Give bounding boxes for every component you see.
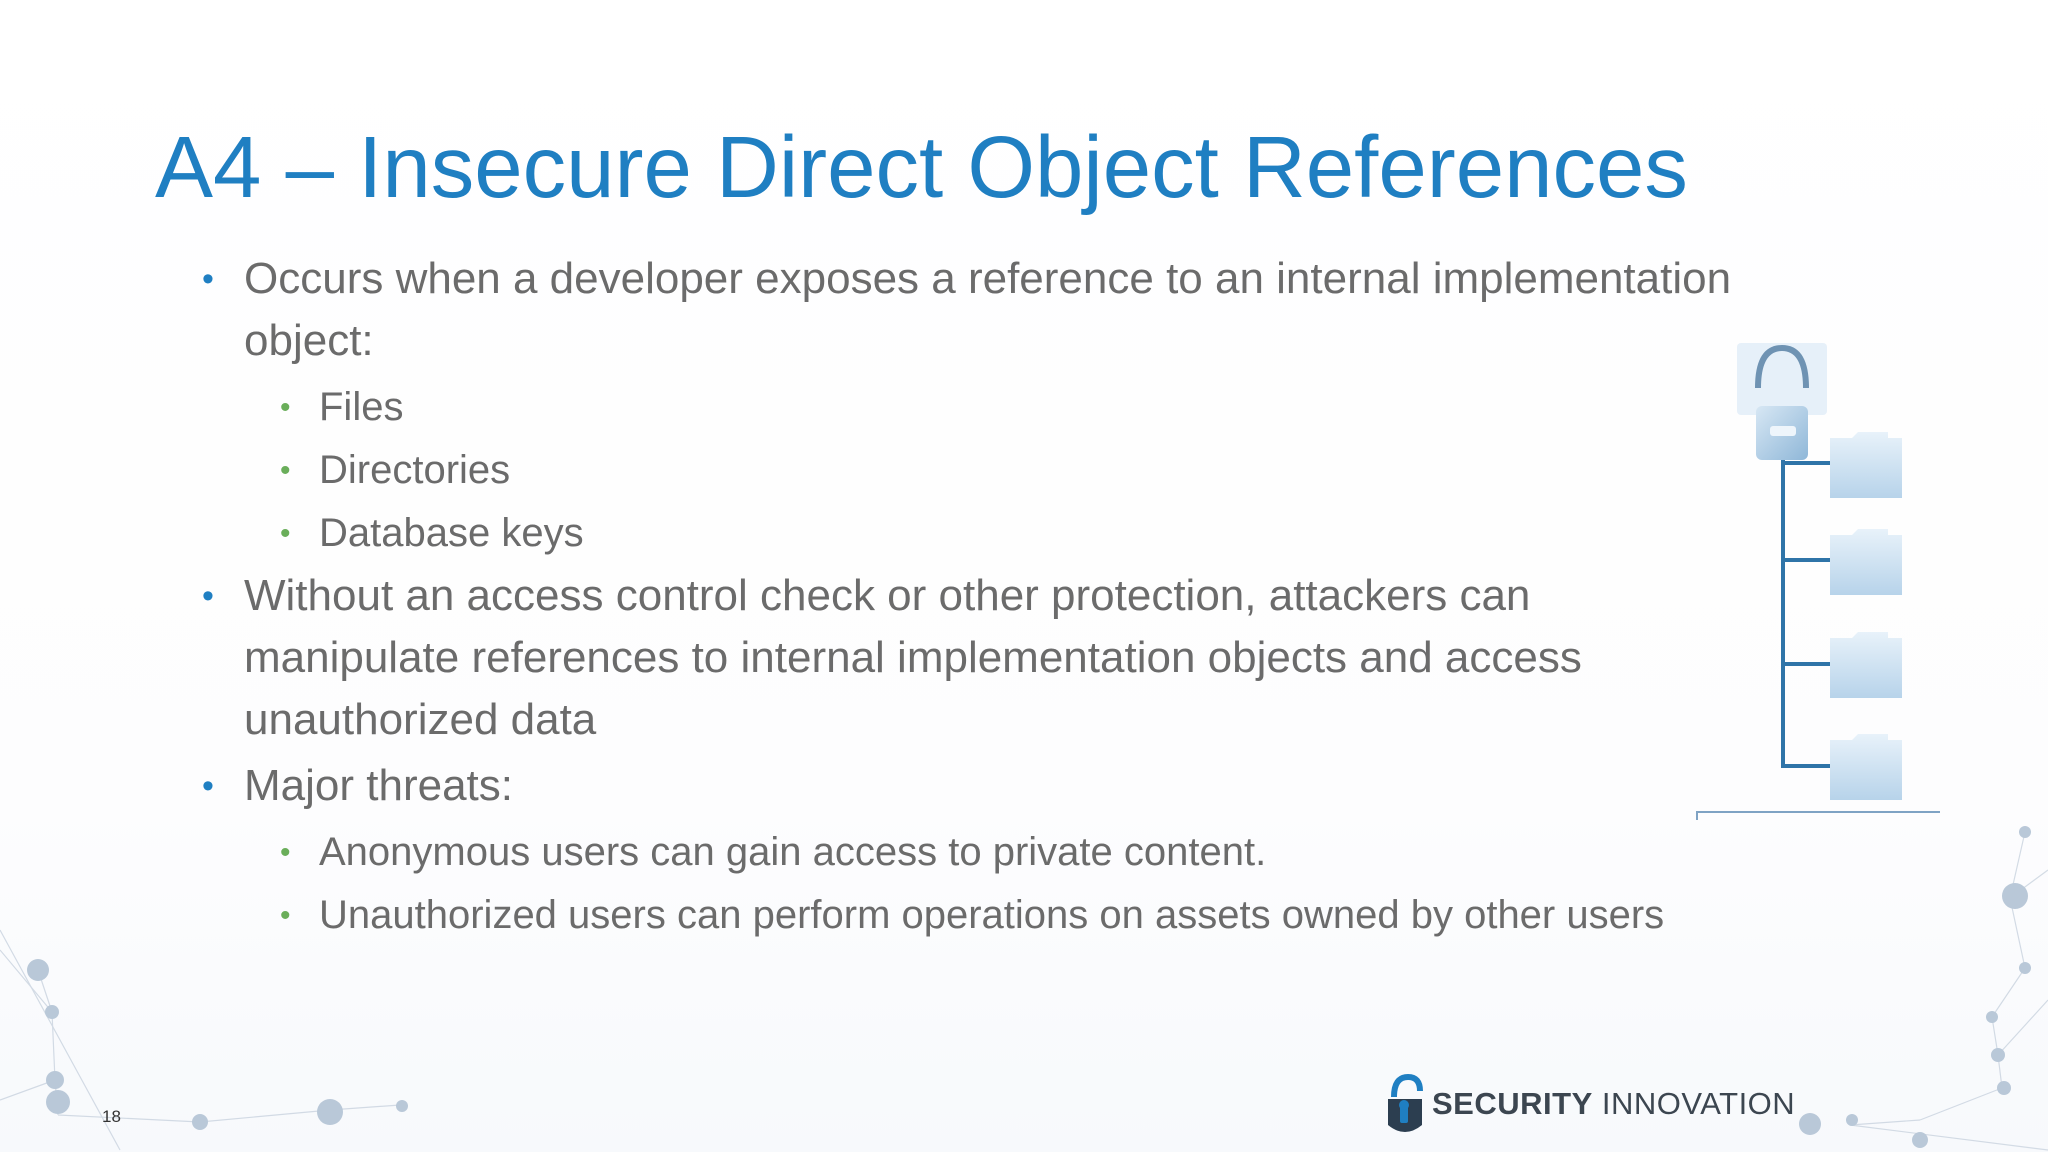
sub-bullet-text: Unauthorized users can perform operation… [319, 893, 1665, 937]
sub-bullet-group: • Files • Directories • Database keys [200, 376, 1860, 565]
sub-bullet-dot-icon: • [280, 899, 291, 932]
company-logo: SECURITY INNOVATION [1384, 1070, 1795, 1138]
logo-word-innovation: INNOVATION [1601, 1086, 1796, 1121]
bullet-text: Without an access control check or other… [244, 571, 1582, 744]
bullet-list: • Occurs when a developer exposes a refe… [200, 248, 1860, 947]
sub-bullet-list: • Files • Directories • Database keys [200, 376, 1860, 565]
sub-bullet-group: • Anonymous users can gain access to pri… [200, 821, 1860, 947]
sub-bullet-list: • Anonymous users can gain access to pri… [200, 821, 1860, 947]
bullet-dot-icon: • [202, 767, 214, 805]
slide-number: 18 [102, 1107, 121, 1126]
sub-bullet-text: Directories [319, 448, 511, 492]
bullet-text: Occurs when a developer exposes a refere… [244, 254, 1732, 365]
bullet-dot-icon: • [202, 260, 214, 298]
sub-bullet-item: • Database keys [276, 502, 1860, 565]
sub-bullet-item: • Directories [276, 439, 1860, 502]
sub-bullet-dot-icon: • [280, 454, 291, 487]
logo-wordmark: SECURITY INNOVATION [1432, 1086, 1795, 1122]
sub-bullet-dot-icon: • [280, 391, 291, 424]
sub-bullet-text: Anonymous users can gain access to priva… [319, 830, 1267, 874]
sub-bullet-dot-icon: • [280, 517, 291, 550]
sub-bullet-text: Database keys [319, 511, 584, 555]
bullet-dot-icon: • [202, 577, 214, 615]
sub-bullet-text: Files [319, 385, 404, 429]
sub-bullet-dot-icon: • [280, 836, 291, 869]
sub-bullet-item: • Unauthorized users can perform operati… [276, 884, 1860, 947]
bullet-item: • Major threats: [200, 755, 1860, 817]
slide-title: A4 – Insecure Direct Object References [155, 119, 1688, 216]
padlock-logo-icon [1388, 1073, 1423, 1132]
locked-folder-tree-icon [1696, 343, 1940, 820]
logo-word-security: SECURITY [1432, 1086, 1593, 1121]
sub-bullet-item: • Anonymous users can gain access to pri… [276, 821, 1860, 884]
bullet-item: • Occurs when a developer exposes a refe… [200, 248, 1860, 372]
bullet-text: Major threats: [244, 761, 513, 810]
sub-bullet-item: • Files [276, 376, 1860, 439]
bullet-item: • Without an access control check or oth… [200, 565, 1744, 751]
